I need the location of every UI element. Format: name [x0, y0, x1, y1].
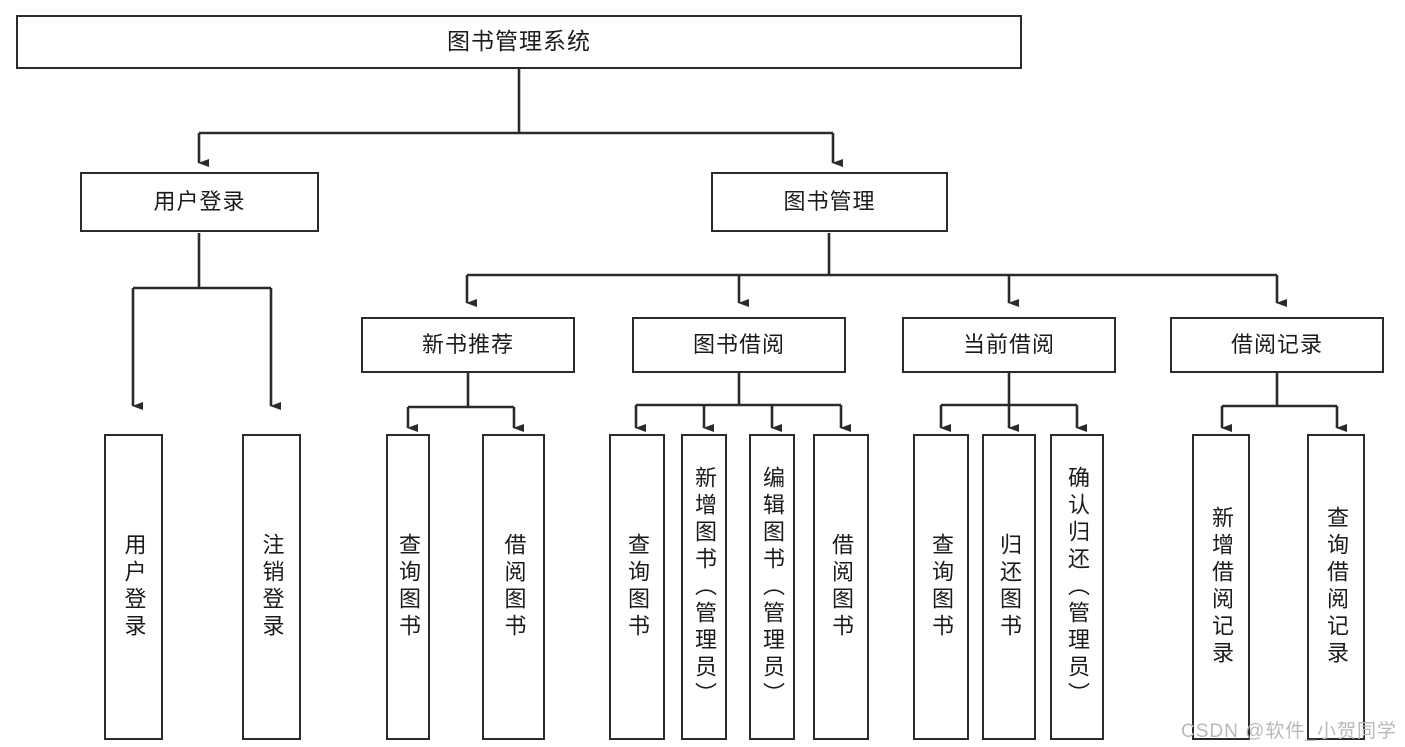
leaf-query-borrow-record[interactable]: 查询借阅记录	[1307, 434, 1365, 740]
leaf-add-book-admin-label: 新增图书（管理员）	[692, 465, 717, 709]
leaf-logout-label: 注销登录	[259, 533, 285, 641]
node-book-management-label: 图书管理	[783, 188, 876, 214]
leaf-return-book-label: 归还图书	[997, 533, 1022, 641]
node-root[interactable]: 图书管理系统	[16, 15, 1022, 69]
leaf-borrow-book-borrow[interactable]: 借阅图书	[813, 434, 869, 740]
node-new-book-recommend[interactable]: 新书推荐	[361, 317, 575, 373]
leaf-add-borrow-record-label: 新增借阅记录	[1209, 506, 1234, 668]
leaf-query-book-recommend-label: 查询图书	[396, 533, 421, 641]
leaf-query-book-recommend[interactable]: 查询图书	[386, 434, 430, 740]
node-borrow-records-label: 借阅记录	[1230, 331, 1323, 357]
leaf-borrow-book-recommend-label: 借阅图书	[501, 533, 527, 641]
leaf-user-login[interactable]: 用户登录	[104, 434, 163, 740]
leaf-return-book[interactable]: 归还图书	[982, 434, 1036, 740]
leaf-borrow-book-recommend[interactable]: 借阅图书	[482, 434, 545, 740]
leaf-query-borrow-record-label: 查询借阅记录	[1324, 506, 1349, 668]
leaf-query-book-current-label: 查询图书	[929, 533, 954, 641]
leaf-add-borrow-record[interactable]: 新增借阅记录	[1192, 434, 1250, 740]
node-book-management[interactable]: 图书管理	[711, 172, 948, 232]
watermark: CSDN @软件_小贺同学	[1181, 721, 1397, 742]
node-book-borrow-label: 图书借阅	[692, 331, 785, 357]
node-root-label: 图书管理系统	[447, 28, 591, 55]
leaf-logout[interactable]: 注销登录	[242, 434, 301, 740]
leaf-confirm-return-admin-label: 确认归还（管理员）	[1065, 465, 1090, 709]
node-user-login[interactable]: 用户登录	[80, 172, 319, 232]
leaf-edit-book-admin-label: 编辑图书（管理员）	[760, 465, 785, 709]
leaf-query-book-current[interactable]: 查询图书	[913, 434, 969, 740]
leaf-user-login-label: 用户登录	[121, 533, 147, 641]
leaf-edit-book-admin[interactable]: 编辑图书（管理员）	[749, 434, 795, 740]
node-book-borrow[interactable]: 图书借阅	[632, 317, 846, 373]
node-current-borrow[interactable]: 当前借阅	[902, 317, 1116, 373]
node-borrow-records[interactable]: 借阅记录	[1170, 317, 1384, 373]
node-new-book-recommend-label: 新书推荐	[421, 331, 514, 357]
leaf-query-book-borrow[interactable]: 查询图书	[609, 434, 665, 740]
leaf-query-book-borrow-label: 查询图书	[625, 533, 650, 641]
leaf-borrow-book-borrow-label: 借阅图书	[829, 533, 854, 641]
leaf-add-book-admin[interactable]: 新增图书（管理员）	[681, 434, 727, 740]
node-current-borrow-label: 当前借阅	[962, 331, 1055, 357]
leaf-confirm-return-admin[interactable]: 确认归还（管理员）	[1050, 434, 1104, 740]
node-user-login-label: 用户登录	[153, 188, 246, 214]
